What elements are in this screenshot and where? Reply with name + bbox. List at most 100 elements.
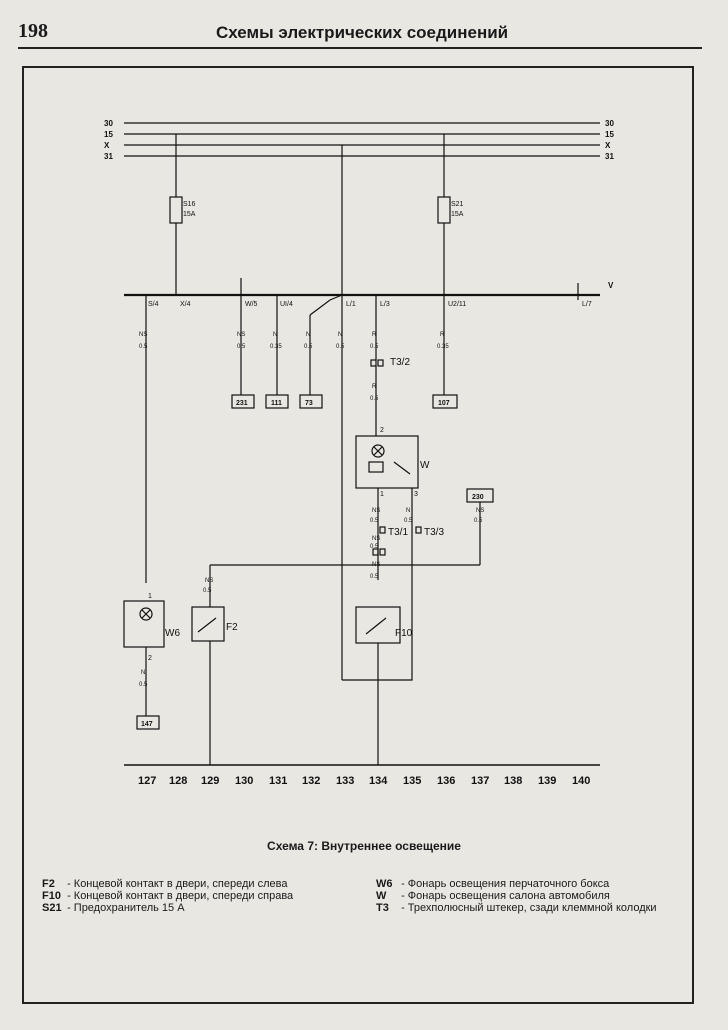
connector-label: L/3 bbox=[380, 301, 390, 308]
wire-color: R bbox=[440, 332, 445, 338]
track-number: 137 bbox=[471, 775, 489, 787]
connector-label: S/4 bbox=[148, 301, 159, 308]
fuse-label-s21: S21 bbox=[451, 201, 464, 208]
legend-left: F2 - Концевой контакт в двери, спереди с… bbox=[42, 878, 293, 914]
track-number: 135 bbox=[403, 775, 421, 787]
pin-label: 1 bbox=[380, 491, 384, 498]
legend-text: - Концевой контакт в двери, спереди спра… bbox=[67, 890, 294, 902]
bus-label-left-30: 30 bbox=[104, 119, 113, 128]
wire-size: 0.5 bbox=[139, 682, 148, 688]
bus-label-right-30: 30 bbox=[605, 119, 614, 128]
connector-label: L/1 bbox=[346, 301, 356, 308]
legend-code: S21 bbox=[42, 902, 62, 914]
lamp-w bbox=[355, 435, 419, 489]
wire-color: NS bbox=[237, 332, 245, 338]
switch-f2 bbox=[191, 606, 225, 642]
legend-code: W6 bbox=[376, 878, 393, 890]
label-w: W bbox=[420, 460, 430, 471]
connector-label: U2/11 bbox=[448, 301, 466, 308]
wire-size: 0.5 bbox=[404, 518, 413, 524]
wire-size: 0.5 bbox=[474, 518, 483, 524]
page-number: 198 bbox=[18, 20, 48, 42]
wire-color: R bbox=[372, 384, 377, 390]
wire-color: N bbox=[406, 508, 410, 514]
wire-color: NS bbox=[476, 508, 484, 514]
track-number: 138 bbox=[504, 775, 522, 787]
legend-item: S21 - Предохранитель 15 А bbox=[42, 902, 293, 914]
legend-item: W6 - Фонарь освещения перчаточного бокса bbox=[376, 878, 657, 890]
legend-item: W - Фонарь освещения салона автомобиля bbox=[376, 890, 657, 902]
lamp-w6 bbox=[123, 600, 165, 648]
fuse-rating-s16: 15A bbox=[183, 211, 196, 218]
wire-size: 0.5 bbox=[203, 588, 212, 594]
track-number: 134 bbox=[369, 775, 388, 787]
legend-item: F10 - Концевой контакт в двери, спереди … bbox=[42, 890, 293, 902]
wire-color: N bbox=[338, 332, 342, 338]
bus-label-left-x: X bbox=[104, 141, 110, 150]
page-header-title: Схемы электрических соединений bbox=[216, 23, 509, 42]
track-number: 132 bbox=[302, 775, 320, 787]
legend-code: T3 bbox=[376, 902, 389, 914]
fuse-s16 bbox=[169, 196, 183, 224]
wire-color: NS bbox=[139, 332, 147, 338]
label-f10: F10 bbox=[395, 628, 413, 639]
track-number: 136 bbox=[437, 775, 455, 787]
track-number: 139 bbox=[538, 775, 556, 787]
ref-box-147: 147 bbox=[141, 721, 153, 728]
wire-color: NS bbox=[372, 536, 380, 542]
legend-code: F2 bbox=[42, 878, 55, 890]
pin-label: 1 bbox=[148, 593, 152, 600]
wire-size: 0.5 bbox=[370, 396, 379, 402]
pin-label: 2 bbox=[148, 655, 152, 662]
fuse-rating-s21: 15A bbox=[451, 211, 464, 218]
legend-item: F2 - Концевой контакт в двери, спереди с… bbox=[42, 878, 293, 890]
track-number: 133 bbox=[336, 775, 354, 787]
wire-size: 0.5 bbox=[370, 574, 379, 580]
ref-box-107: 107 bbox=[438, 400, 450, 407]
wire-size: 0.5 bbox=[304, 344, 313, 350]
wire-color: R bbox=[372, 332, 377, 338]
connector-label: W/5 bbox=[245, 301, 258, 308]
wire-color: N bbox=[306, 332, 310, 338]
wire-size: 0.5 bbox=[370, 518, 379, 524]
track-number: 129 bbox=[201, 775, 219, 787]
bus-label-right-15: 15 bbox=[605, 130, 614, 139]
wire-size: 0.35 bbox=[437, 344, 449, 350]
connector-label: UI/4 bbox=[280, 301, 293, 308]
connector-label: L/7 bbox=[582, 301, 592, 308]
diagram-caption: Схема 7: Внутреннее освещение bbox=[267, 839, 461, 853]
legend-text: - Предохранитель 15 А bbox=[67, 902, 185, 914]
label-w6: W6 bbox=[165, 628, 180, 639]
label-t3-1: T3/1 bbox=[388, 527, 408, 538]
bus-label-left-15: 15 bbox=[104, 130, 113, 139]
pin-label: 2 bbox=[380, 427, 384, 434]
wire-size: 0.35 bbox=[270, 344, 282, 350]
ref-box-230: 230 bbox=[472, 494, 484, 501]
wire-size: 0.5 bbox=[370, 544, 379, 550]
bus-label-v: V bbox=[608, 281, 614, 290]
wire-color: N bbox=[141, 670, 145, 676]
wire-size: 0.5 bbox=[237, 344, 246, 350]
legend-text: - Трехполюсный штекер, сзади клеммной ко… bbox=[401, 902, 657, 914]
track-number: 130 bbox=[235, 775, 253, 787]
legend-item: T3 - Трехполюсный штекер, сзади клеммной… bbox=[376, 902, 657, 914]
diagram-frame bbox=[22, 66, 694, 1004]
wire-color: NS bbox=[372, 508, 380, 514]
label-t3-2: T3/2 bbox=[390, 357, 410, 368]
bus-label-right-31: 31 bbox=[605, 152, 614, 161]
pin-label: 3 bbox=[414, 491, 418, 498]
fuse-s21 bbox=[437, 196, 451, 224]
ref-box-111: 111 bbox=[271, 400, 282, 407]
wire-color: NS bbox=[372, 562, 380, 568]
ref-box-73: 73 bbox=[305, 400, 313, 407]
legend-code: W bbox=[376, 890, 387, 902]
fuse-label-s16: S16 bbox=[183, 201, 196, 208]
legend-right: W6 - Фонарь освещения перчаточного бокса… bbox=[376, 878, 657, 914]
track-number: 127 bbox=[138, 775, 156, 787]
label-t3-3: T3/3 bbox=[424, 527, 444, 538]
wire-size: 0.5 bbox=[370, 344, 379, 350]
legend-text: - Концевой контакт в двери, спереди слев… bbox=[67, 878, 288, 890]
wire-size: 0.5 bbox=[139, 344, 148, 350]
ref-box-231: 231 bbox=[236, 400, 248, 407]
legend-code: F10 bbox=[42, 890, 61, 902]
